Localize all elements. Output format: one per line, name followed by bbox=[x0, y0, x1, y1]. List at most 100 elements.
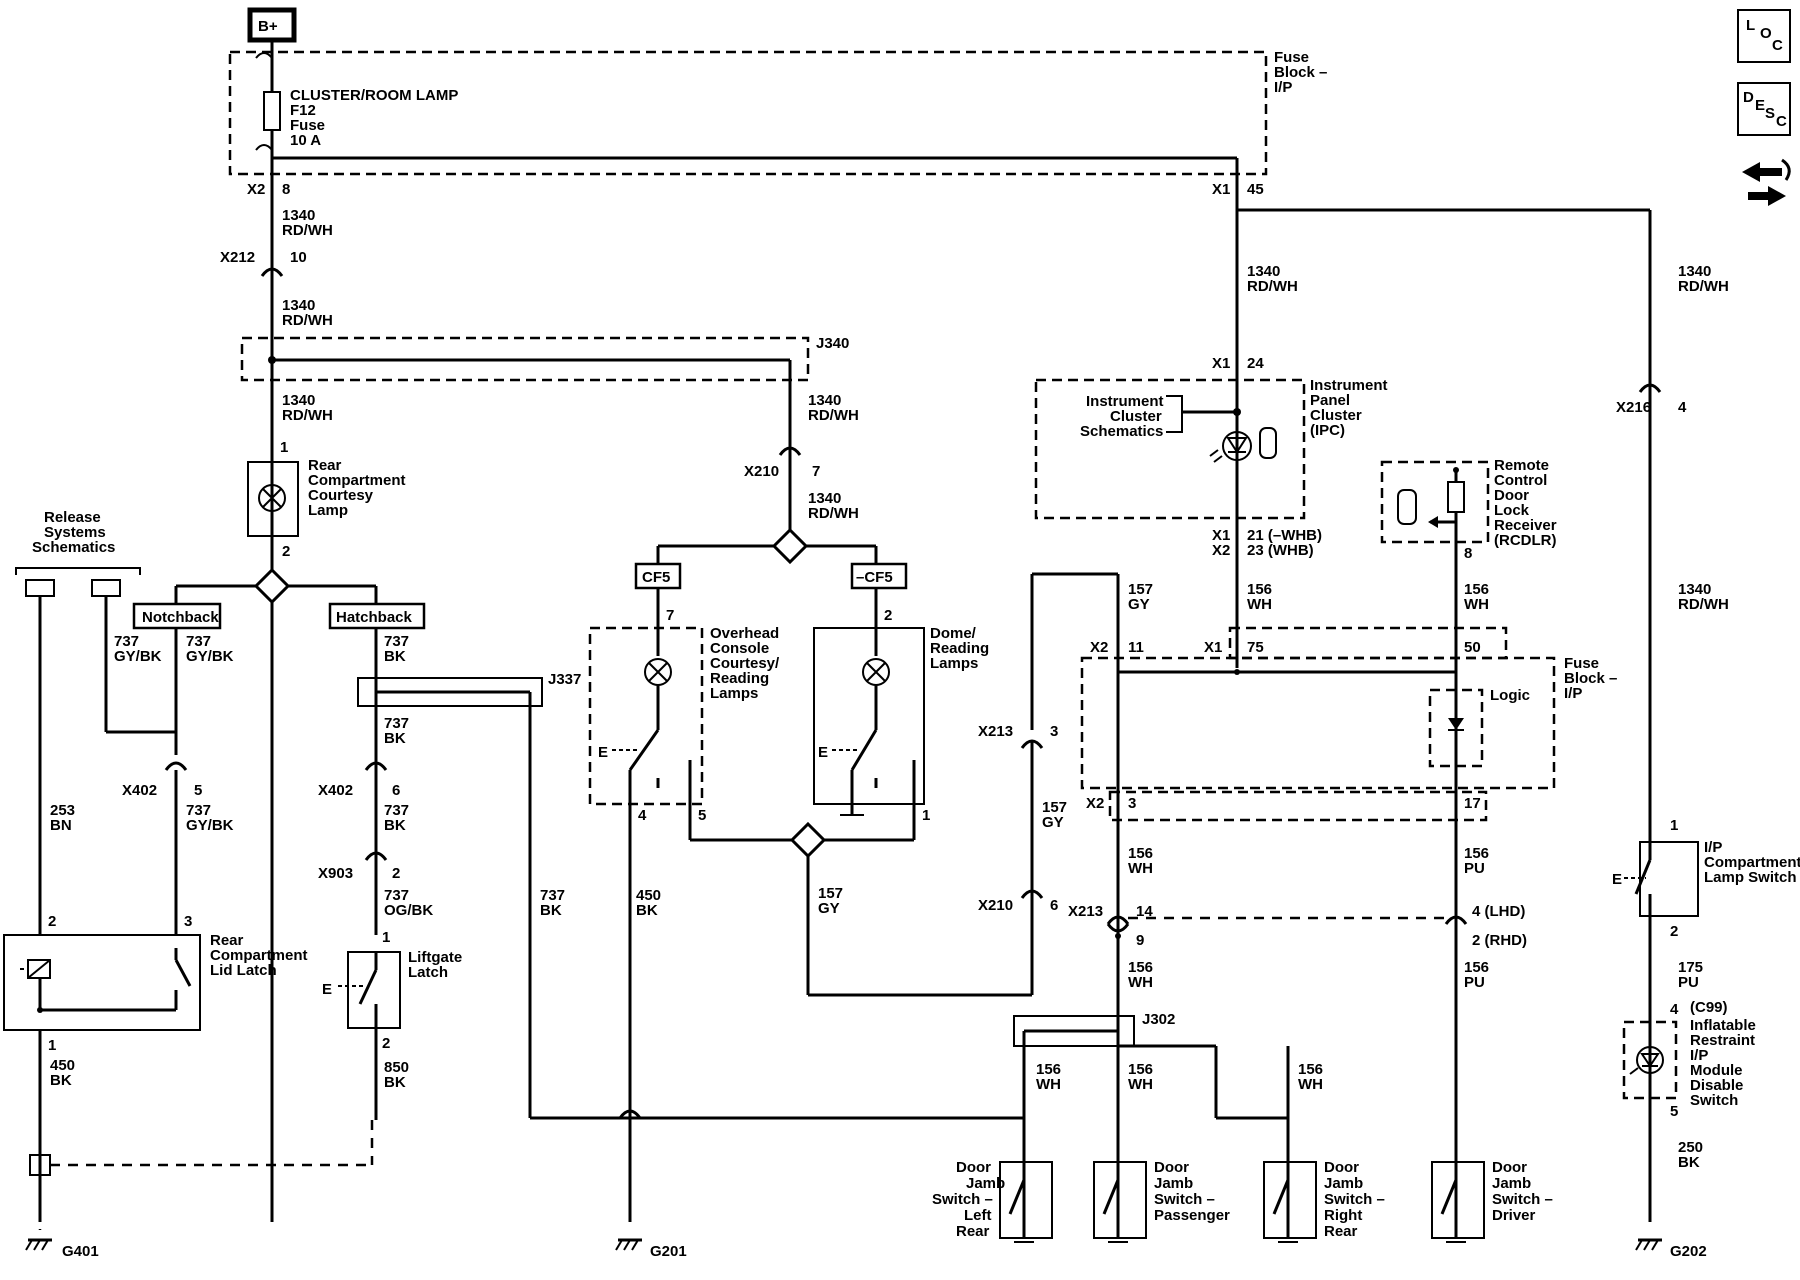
svg-text:(IPC): (IPC) bbox=[1310, 422, 1345, 439]
svg-text:Courtesy/: Courtesy/ bbox=[710, 655, 780, 672]
svg-text:9: 9 bbox=[1136, 932, 1144, 949]
wire-label-250-bk: 250 BK bbox=[1678, 1139, 1703, 1171]
svg-text:WH: WH bbox=[1036, 1076, 1061, 1093]
svg-text:156: 156 bbox=[1128, 959, 1153, 976]
svg-text:X402: X402 bbox=[318, 782, 353, 799]
remote-control-door-lock-receiver: Remote Control Door Lock Receiver (RCDLR… bbox=[1380, 457, 1557, 549]
svg-text:F12: F12 bbox=[290, 102, 316, 119]
svg-text:Lid Latch: Lid Latch bbox=[210, 962, 277, 979]
svg-text:Cluster: Cluster bbox=[1310, 407, 1362, 424]
svg-text:Remote: Remote bbox=[1494, 457, 1549, 474]
svg-text:45: 45 bbox=[1247, 181, 1264, 198]
svg-text:6: 6 bbox=[1050, 897, 1058, 914]
svg-text:156: 156 bbox=[1036, 1061, 1061, 1078]
wire-label-253-bn: 253 BN bbox=[50, 802, 75, 834]
wire-label-1340-right-b: 1340 RD/WH bbox=[1678, 581, 1729, 613]
wire-label-156-wh-ipc: 156 WH bbox=[1247, 581, 1272, 613]
svg-text:Logic: Logic bbox=[1490, 687, 1530, 704]
svg-text:Switch –: Switch – bbox=[1154, 1191, 1215, 1208]
svg-text:Release: Release bbox=[44, 509, 101, 526]
wire-label-737-bk-b: 737 BK bbox=[384, 715, 409, 747]
svg-text:737: 737 bbox=[384, 715, 409, 732]
svg-text:Module: Module bbox=[1690, 1062, 1743, 1079]
svg-text:X213: X213 bbox=[1068, 903, 1103, 920]
door-jamb-switch-passenger: Door Jamb Switch – Passenger bbox=[1093, 1159, 1230, 1239]
svg-text:C: C bbox=[1772, 37, 1783, 54]
svg-text:Liftgate: Liftgate bbox=[408, 949, 462, 966]
svg-text:L: L bbox=[1746, 17, 1755, 34]
svg-text:Disable: Disable bbox=[1690, 1077, 1743, 1094]
svg-text:E: E bbox=[598, 744, 608, 761]
svg-text:Overhead: Overhead bbox=[710, 625, 779, 642]
svg-text:G202: G202 bbox=[1670, 1243, 1707, 1260]
logic-block: Logic bbox=[1428, 687, 1530, 768]
fuse-block-ip-mid: Fuse Block – I/P bbox=[1080, 655, 1617, 790]
svg-text:23 (WHB): 23 (WHB) bbox=[1247, 542, 1314, 559]
svg-text:BK: BK bbox=[1678, 1154, 1700, 1171]
svg-text:X903: X903 bbox=[318, 865, 353, 882]
svg-text:Right: Right bbox=[1324, 1207, 1362, 1224]
svg-text:BK: BK bbox=[384, 1074, 406, 1091]
svg-text:1: 1 bbox=[280, 439, 288, 456]
svg-text:RD/WH: RD/WH bbox=[808, 505, 859, 522]
svg-text:Dome/: Dome/ bbox=[930, 625, 977, 642]
svg-text:J337: J337 bbox=[548, 671, 581, 688]
svg-text:E: E bbox=[818, 744, 828, 761]
svg-text:GY: GY bbox=[1128, 596, 1150, 613]
svg-text:Block –: Block – bbox=[1274, 64, 1327, 81]
connector-x402-a bbox=[164, 761, 188, 771]
svg-text:RD/WH: RD/WH bbox=[808, 407, 859, 424]
svg-text:737: 737 bbox=[114, 633, 139, 650]
svg-text:WH: WH bbox=[1128, 860, 1153, 877]
svg-text:75: 75 bbox=[1247, 639, 1264, 656]
svg-text:RD/WH: RD/WH bbox=[282, 407, 333, 424]
svg-text:I/P: I/P bbox=[1274, 79, 1292, 96]
svg-text:(RCDLR): (RCDLR) bbox=[1494, 532, 1556, 549]
wire-label-737-bk-c: 737 BK bbox=[384, 802, 409, 834]
svg-text:X2: X2 bbox=[247, 181, 265, 198]
svg-text:737: 737 bbox=[384, 633, 409, 650]
overhead-console-lamps: E Overhead Console Courtesy/ Reading Lam… bbox=[588, 625, 780, 1222]
battery-positive: B+ bbox=[247, 7, 297, 43]
svg-text:WH: WH bbox=[1128, 974, 1153, 991]
svg-text:X212: X212 bbox=[220, 249, 255, 266]
connector-x213-b bbox=[1106, 915, 1130, 925]
svg-text:Door: Door bbox=[1324, 1159, 1359, 1176]
svg-text:7: 7 bbox=[666, 607, 674, 624]
desc-button[interactable]: D E S C bbox=[1737, 82, 1791, 136]
wire-label-737-gybk-b: 737 GY/BK bbox=[186, 802, 234, 834]
door-jamb-switch-left-rear: Door Jamb Switch – Left Rear bbox=[932, 1159, 1053, 1240]
svg-text:737: 737 bbox=[186, 802, 211, 819]
svg-text:157: 157 bbox=[818, 885, 843, 902]
connector-arrows-icon[interactable] bbox=[1742, 158, 1791, 206]
svg-text:RD/WH: RD/WH bbox=[1678, 278, 1729, 295]
svg-text:Door: Door bbox=[1492, 1159, 1527, 1176]
svg-text:G401: G401 bbox=[62, 1243, 99, 1260]
svg-text:50: 50 bbox=[1464, 639, 1481, 656]
svg-text:Fuse: Fuse bbox=[1274, 49, 1309, 66]
svg-text:2 (RHD): 2 (RHD) bbox=[1472, 932, 1527, 949]
svg-text:1340: 1340 bbox=[282, 207, 315, 224]
svg-text:11: 11 bbox=[1128, 639, 1144, 656]
svg-text:Panel: Panel bbox=[1310, 392, 1350, 409]
svg-text:Jamb: Jamb bbox=[1492, 1175, 1531, 1192]
loc-button[interactable]: L O C bbox=[1737, 9, 1791, 63]
svg-text:850: 850 bbox=[384, 1059, 409, 1076]
wire-label-1340-b: 1340 RD/WH bbox=[282, 297, 333, 329]
connector-x210-b bbox=[1020, 889, 1044, 899]
svg-text:175: 175 bbox=[1678, 959, 1703, 976]
svg-text:17: 17 bbox=[1464, 795, 1481, 812]
svg-text:14: 14 bbox=[1136, 903, 1153, 920]
svg-text:1340: 1340 bbox=[808, 392, 841, 409]
svg-text:Left: Left bbox=[964, 1207, 992, 1224]
wire-label-1340-ipc: 1340 RD/WH bbox=[1247, 263, 1298, 295]
svg-text:Door: Door bbox=[1494, 487, 1529, 504]
wire-label-156-wh-rcdlr: 156 WH bbox=[1464, 581, 1489, 613]
svg-text:Jamb: Jamb bbox=[1154, 1175, 1193, 1192]
svg-text:Systems: Systems bbox=[44, 524, 106, 541]
svg-text:PU: PU bbox=[1464, 860, 1485, 877]
svg-text:4: 4 bbox=[1670, 1001, 1679, 1018]
svg-text:G201: G201 bbox=[650, 1243, 687, 1260]
svg-text:10: 10 bbox=[290, 249, 307, 266]
